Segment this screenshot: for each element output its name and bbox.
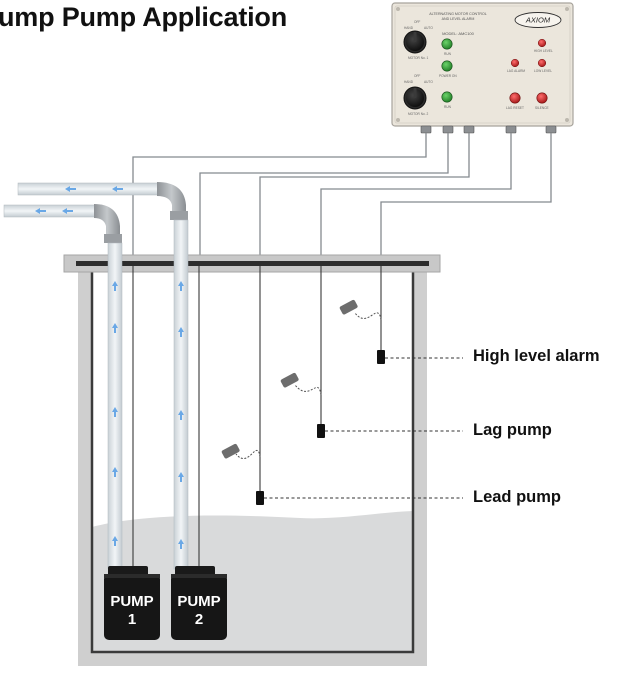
high-level-label: HIGH LEVEL [534,49,553,53]
pump-2-label-line2: 2 [195,611,203,628]
motor1-run-label: RUN [444,52,452,56]
lead-float-tilted [221,443,261,460]
lead-float [256,491,264,505]
brand-logo: AXIOM [514,12,562,28]
motor2-auto-label: AUTO [424,80,433,84]
control-wires [132,133,552,258]
motor2-selector-knob[interactable] [403,86,427,110]
lag-pump-label: Lag pump [473,421,552,439]
lead-pump-label: Lead pump [473,488,562,506]
high-level-light [537,38,547,48]
high-level-alarm-label: High level alarm [473,347,600,365]
lag-float-tilted [280,372,322,396]
discharge-pipe-1 [3,204,123,570]
float-cable-lines [259,266,382,491]
power-on-label: POWER ON [439,74,457,78]
power-on-light [441,60,453,72]
motor1-auto-label: AUTO [424,26,433,30]
lag-alarm-light [510,58,520,68]
silence-button[interactable] [536,92,548,104]
callout-leaders [264,357,463,499]
cable-glands [420,125,557,134]
panel-header-line1: ALTERNATING MOTOR CONTROL [429,12,487,16]
motor2-off-label: OFF [414,74,420,78]
lag-alarm-label: LAG ALARM [507,69,525,73]
silence-label: SILENCE [535,106,549,110]
pump-1-label-line1: PUMP [110,593,153,610]
pump-1: PUMP 1 [104,566,160,640]
flow-arrows [35,186,184,549]
motor2-hand-label: HAND [404,80,414,84]
motor2-label: MOTOR No. 2 [408,112,429,116]
high-level-float [377,350,385,364]
lag-float [317,424,325,438]
pump-1-label-line2: 1 [128,611,136,628]
motor1-off-label: OFF [414,20,420,24]
motor2-run-light [441,91,453,103]
high-level-float-tilted [339,299,382,321]
control-panel: ALTERNATING MOTOR CONTROL AND LEVEL ALAR… [391,2,574,134]
discharge-pipe-2 [17,182,189,570]
motor2-run-label: RUN [444,105,452,109]
low-level-label: LOW LEVEL [534,69,552,73]
panel-header-line2: AND LEVEL ALARM [442,17,475,21]
pump-2: PUMP 2 [171,566,227,640]
brand-logo-text: AXIOM [525,16,551,25]
motor1-run-light [441,38,453,50]
pump-2-label-line1: PUMP [177,593,220,610]
page-title: ump Pump Application [0,2,287,32]
lag-reset-label: LAG RESET [506,106,524,110]
motor1-label: MOTOR No. 1 [408,56,429,60]
motor1-hand-label: HAND [404,26,414,30]
lag-reset-button[interactable] [509,92,521,104]
low-level-light [537,58,547,68]
panel-model: MODEL: AMC100 [442,31,475,36]
motor1-selector-knob[interactable] [403,30,427,54]
pump-cables [132,266,200,570]
